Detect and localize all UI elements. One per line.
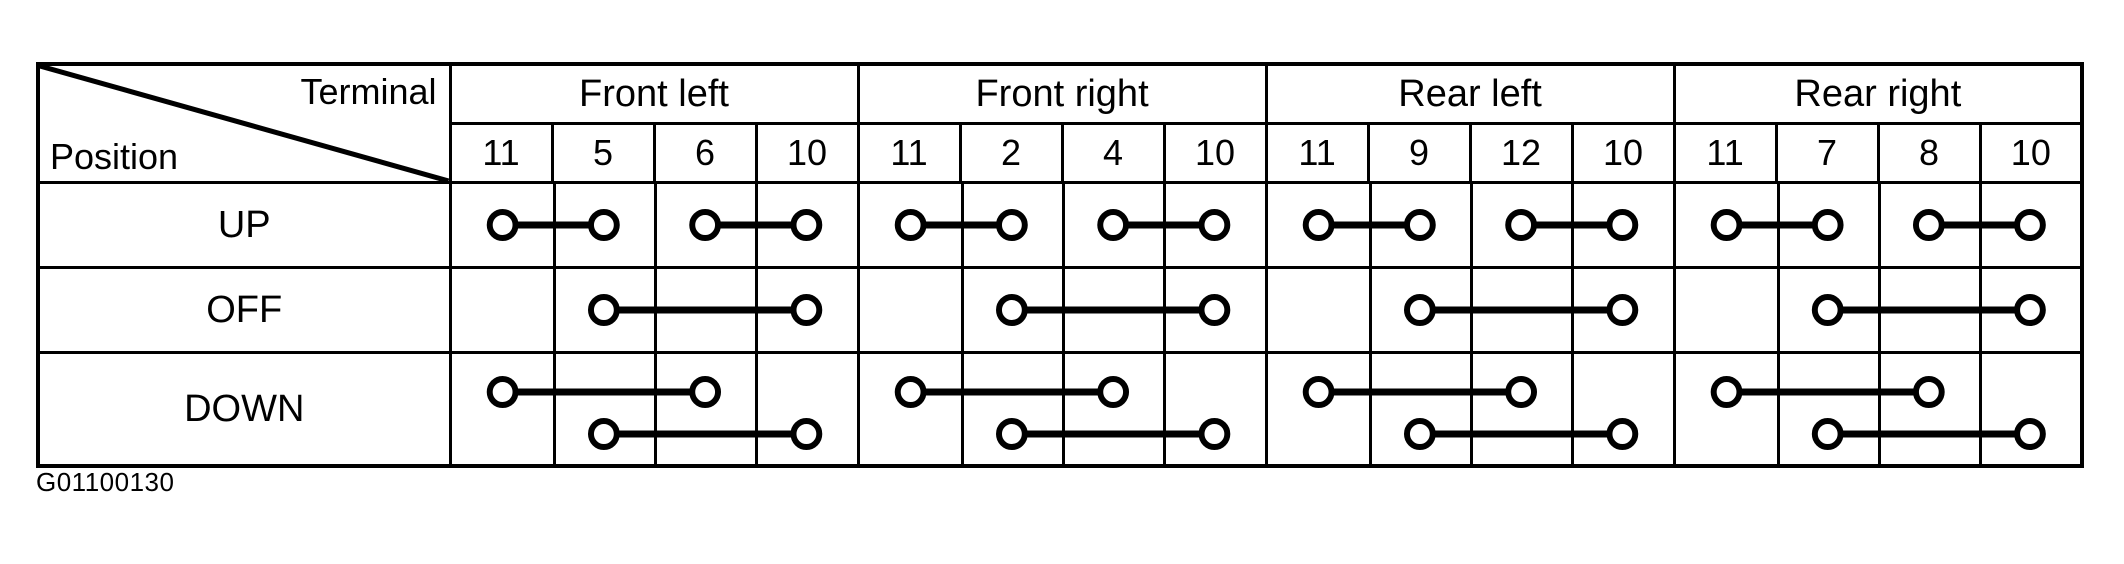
contact-continuity-icon: [452, 354, 857, 464]
corner-position-label: Position: [50, 136, 179, 177]
contact-cell-up-rear-right: [1672, 181, 2084, 269]
terminal-number: 10: [1162, 122, 1268, 184]
column-separator: [1470, 354, 1474, 464]
contact-continuity-icon: [1268, 184, 1673, 266]
column-separator: [1163, 354, 1167, 464]
contact-continuity-icon: [860, 354, 1265, 464]
terminal-number: 5: [550, 122, 656, 184]
terminal-number: 6: [652, 122, 758, 184]
contact-cell-down-rear-right: [1672, 351, 2084, 468]
table-row: OFF: [36, 266, 2084, 354]
column-separator: [1368, 184, 1372, 266]
terminal-number: 4: [1060, 122, 1166, 184]
column-separator: [755, 354, 759, 464]
terminal-number: 11: [1672, 122, 1778, 184]
corner-terminal-label: Terminal: [300, 71, 437, 112]
group-header-front-left: Front left: [448, 62, 860, 125]
column-separator: [1776, 269, 1780, 351]
table-header-groups: Terminal Position Front left Front right…: [36, 62, 2084, 184]
column-separator: [1776, 184, 1780, 266]
switch-continuity-table-wrapper: Terminal Position Front left Front right…: [36, 62, 2085, 468]
contact-cell-down-rear-left: [1264, 351, 1676, 468]
column-separator: [1470, 184, 1474, 266]
contact-continuity-icon: [1268, 354, 1673, 464]
terminal-number: 11: [856, 122, 962, 184]
contact-continuity-icon: [1676, 354, 2081, 464]
column-separator: [755, 184, 759, 266]
column-separator: [1978, 184, 1982, 266]
group-header-rear-left: Rear left: [1264, 62, 1676, 125]
contact-continuity-icon: [860, 184, 1265, 266]
column-separator: [1062, 184, 1066, 266]
column-separator: [654, 354, 657, 464]
contact-cell-off-rear-left: [1264, 266, 1676, 354]
terminal-number: 12: [1468, 122, 1574, 184]
column-separator: [552, 269, 556, 351]
column-separator: [960, 184, 964, 266]
contact-continuity-icon: [1268, 269, 1673, 351]
switch-continuity-table: Terminal Position Front left Front right…: [36, 62, 2085, 468]
column-separator: [552, 184, 556, 266]
terminal-number: 7: [1774, 122, 1880, 184]
position-label-down: DOWN: [36, 351, 452, 468]
column-separator: [1062, 269, 1066, 351]
column-separator: [552, 354, 556, 464]
column-separator: [1163, 269, 1167, 351]
column-separator: [1877, 184, 1881, 266]
terminal-number: 10: [754, 122, 860, 184]
column-separator: [755, 269, 759, 351]
contact-cell-down-front-left: [448, 351, 860, 468]
terminal-number: 10: [1978, 122, 2084, 184]
contact-continuity-icon: [1676, 269, 2081, 351]
column-separator: [1368, 354, 1372, 464]
column-separator: [654, 184, 657, 266]
contact-continuity-icon: [452, 269, 857, 351]
position-label-off: OFF: [36, 266, 452, 354]
terminal-number: 11: [448, 122, 554, 184]
column-separator: [1571, 184, 1575, 266]
table-header-terminals: 11 5 6 10 11 2 4 10 11 9 12 10 11 7 8 10: [38, 122, 2084, 184]
contact-cell-up-rear-left: [1264, 181, 1676, 269]
group-header-front-right: Front right: [856, 62, 1268, 125]
table-row: UP: [36, 181, 2084, 269]
terminal-number: 9: [1366, 122, 1472, 184]
group-header-rear-right: Rear right: [1672, 62, 2084, 125]
column-separator: [1571, 269, 1575, 351]
contact-continuity-icon: [860, 269, 1265, 351]
column-separator: [1978, 269, 1982, 351]
terminal-number: 8: [1876, 122, 1982, 184]
contact-continuity-icon: [452, 184, 857, 266]
column-separator: [1877, 354, 1881, 464]
contact-cell-up-front-right: [856, 181, 1268, 269]
contact-cell-off-rear-right: [1672, 266, 2084, 354]
terminal-number: 2: [958, 122, 1064, 184]
column-separator: [1978, 354, 1982, 464]
position-label-up: UP: [36, 181, 452, 269]
corner-header-cell: Terminal Position: [36, 62, 452, 184]
terminal-number: 10: [1570, 122, 1676, 184]
figure-caption: G01100130: [36, 467, 175, 497]
contact-cell-off-front-left: [448, 266, 860, 354]
column-separator: [960, 354, 964, 464]
column-separator: [654, 269, 657, 351]
column-separator: [1368, 269, 1372, 351]
contact-cell-off-front-right: [856, 266, 1268, 354]
column-separator: [1877, 269, 1881, 351]
terminal-number: 11: [1264, 122, 1370, 184]
column-separator: [1470, 269, 1474, 351]
column-separator: [1163, 184, 1167, 266]
column-separator: [1776, 354, 1780, 464]
table-row: DOWN: [36, 351, 2084, 468]
contact-cell-up-front-left: [448, 181, 860, 269]
column-separator: [1062, 354, 1066, 464]
contact-cell-down-front-right: [856, 351, 1268, 468]
column-separator: [960, 269, 964, 351]
column-separator: [1571, 354, 1575, 464]
contact-continuity-icon: [1676, 184, 2081, 266]
